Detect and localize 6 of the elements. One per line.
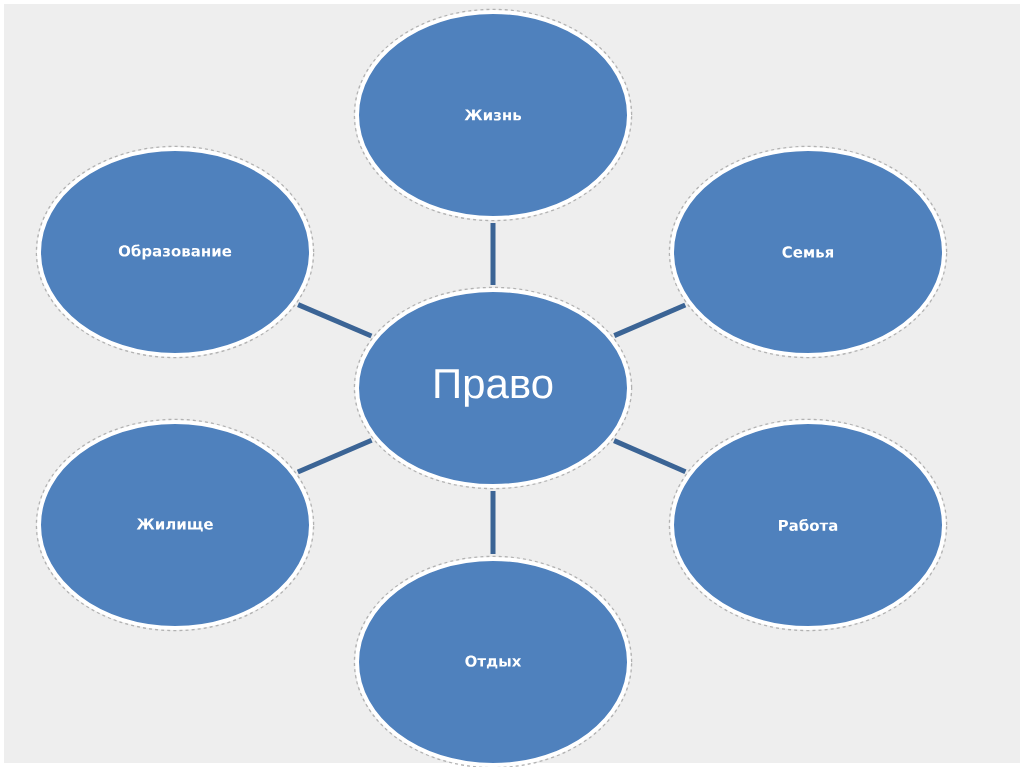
connector-line [613, 302, 687, 338]
connector-line [490, 491, 496, 554]
connector-line [490, 223, 496, 285]
connector-line [296, 438, 373, 475]
connector-line [297, 302, 373, 339]
connector-line [613, 438, 687, 474]
